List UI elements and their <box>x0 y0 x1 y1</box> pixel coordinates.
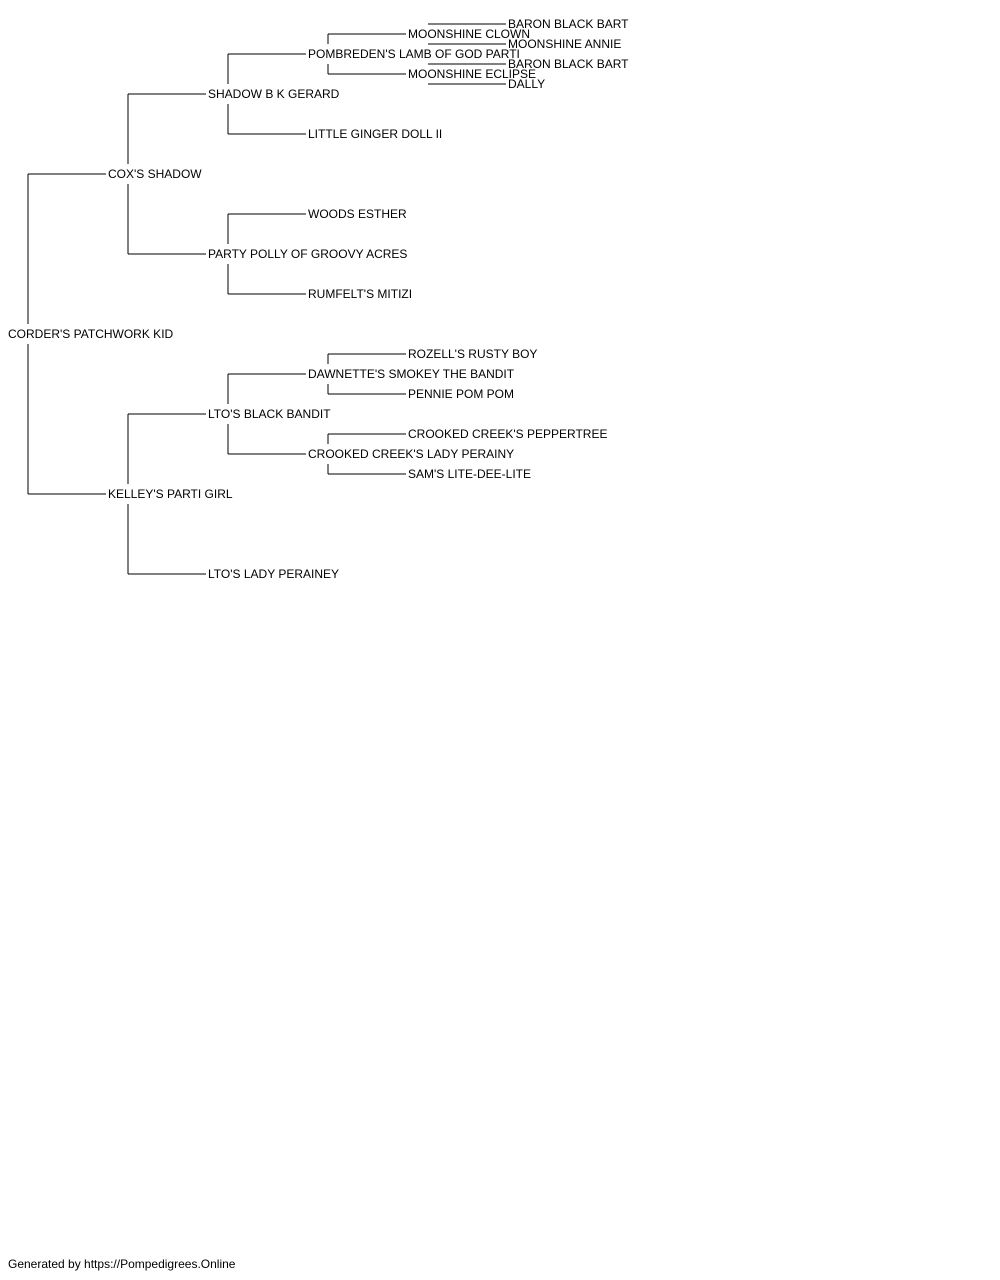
connector-lines <box>27 23 506 575</box>
dog-name-dawnette-s-smokey-the-bandit: DAWNETTE'S SMOKEY THE BANDIT <box>308 367 515 381</box>
dog-name-pennie-pom-pom: PENNIE POM POM <box>408 387 514 401</box>
dog-name-party-polly-of-groovy-acres: PARTY POLLY OF GROOVY ACRES <box>208 247 407 261</box>
dog-name-moonshine-clown: MOONSHINE CLOWN <box>408 27 530 41</box>
dog-name-little-ginger-doll-ii: LITTLE GINGER DOLL II <box>308 127 442 141</box>
generated-by-footer: Generated by https://Pompedigrees.Online <box>8 1257 236 1271</box>
dog-name-rumfelt-s-mitizi: RUMFELT'S MITIZI <box>308 287 412 301</box>
dog-name-lto-s-black-bandit: LTO'S BLACK BANDIT <box>208 407 331 421</box>
dog-name-rozell-s-rusty-boy: ROZELL'S RUSTY BOY <box>408 347 537 361</box>
dog-name-dally: DALLY <box>508 77 545 91</box>
dog-name-sam-s-lite-dee-lite: SAM'S LITE-DEE-LITE <box>408 467 531 481</box>
dog-labels: CORDER'S PATCHWORK KID COX'S SHADOW SHADOW… <box>8 17 629 581</box>
dog-name-crooked-creek-s-lady-perainy: CROOKED CREEK'S LADY PERAINY <box>308 447 514 461</box>
dog-name-crooked-creek-s-peppertree: CROOKED CREEK'S PEPPERTREE <box>408 427 607 441</box>
dog-name-moonshine-eclipse: MOONSHINE ECLIPSE <box>408 67 536 81</box>
dog-name-shadow-b-k-gerard: SHADOW B K GERARD <box>208 87 340 101</box>
dog-name-kelley-s-parti-girl: KELLEY'S PARTI GIRL <box>108 487 233 501</box>
dog-name-woods-esther: WOODS ESTHER <box>308 207 407 221</box>
dog-name-baron-black-bart: BARON BLACK BART <box>508 57 629 71</box>
dog-name-lto-s-lady-perainey: LTO'S LADY PERAINEY <box>208 567 339 581</box>
dog-name-corder-s-patchwork-kid: CORDER'S PATCHWORK KID <box>8 327 174 341</box>
dog-name-baron-black-bart: BARON BLACK BART <box>508 17 629 31</box>
dog-name-moonshine-annie: MOONSHINE ANNIE <box>508 37 621 51</box>
dog-name-cox-s-shadow: COX'S SHADOW <box>108 167 202 181</box>
dog-name-pombreden-s-lamb-of-god-parti: POMBREDEN'S LAMB OF GOD PARTI <box>308 47 520 61</box>
